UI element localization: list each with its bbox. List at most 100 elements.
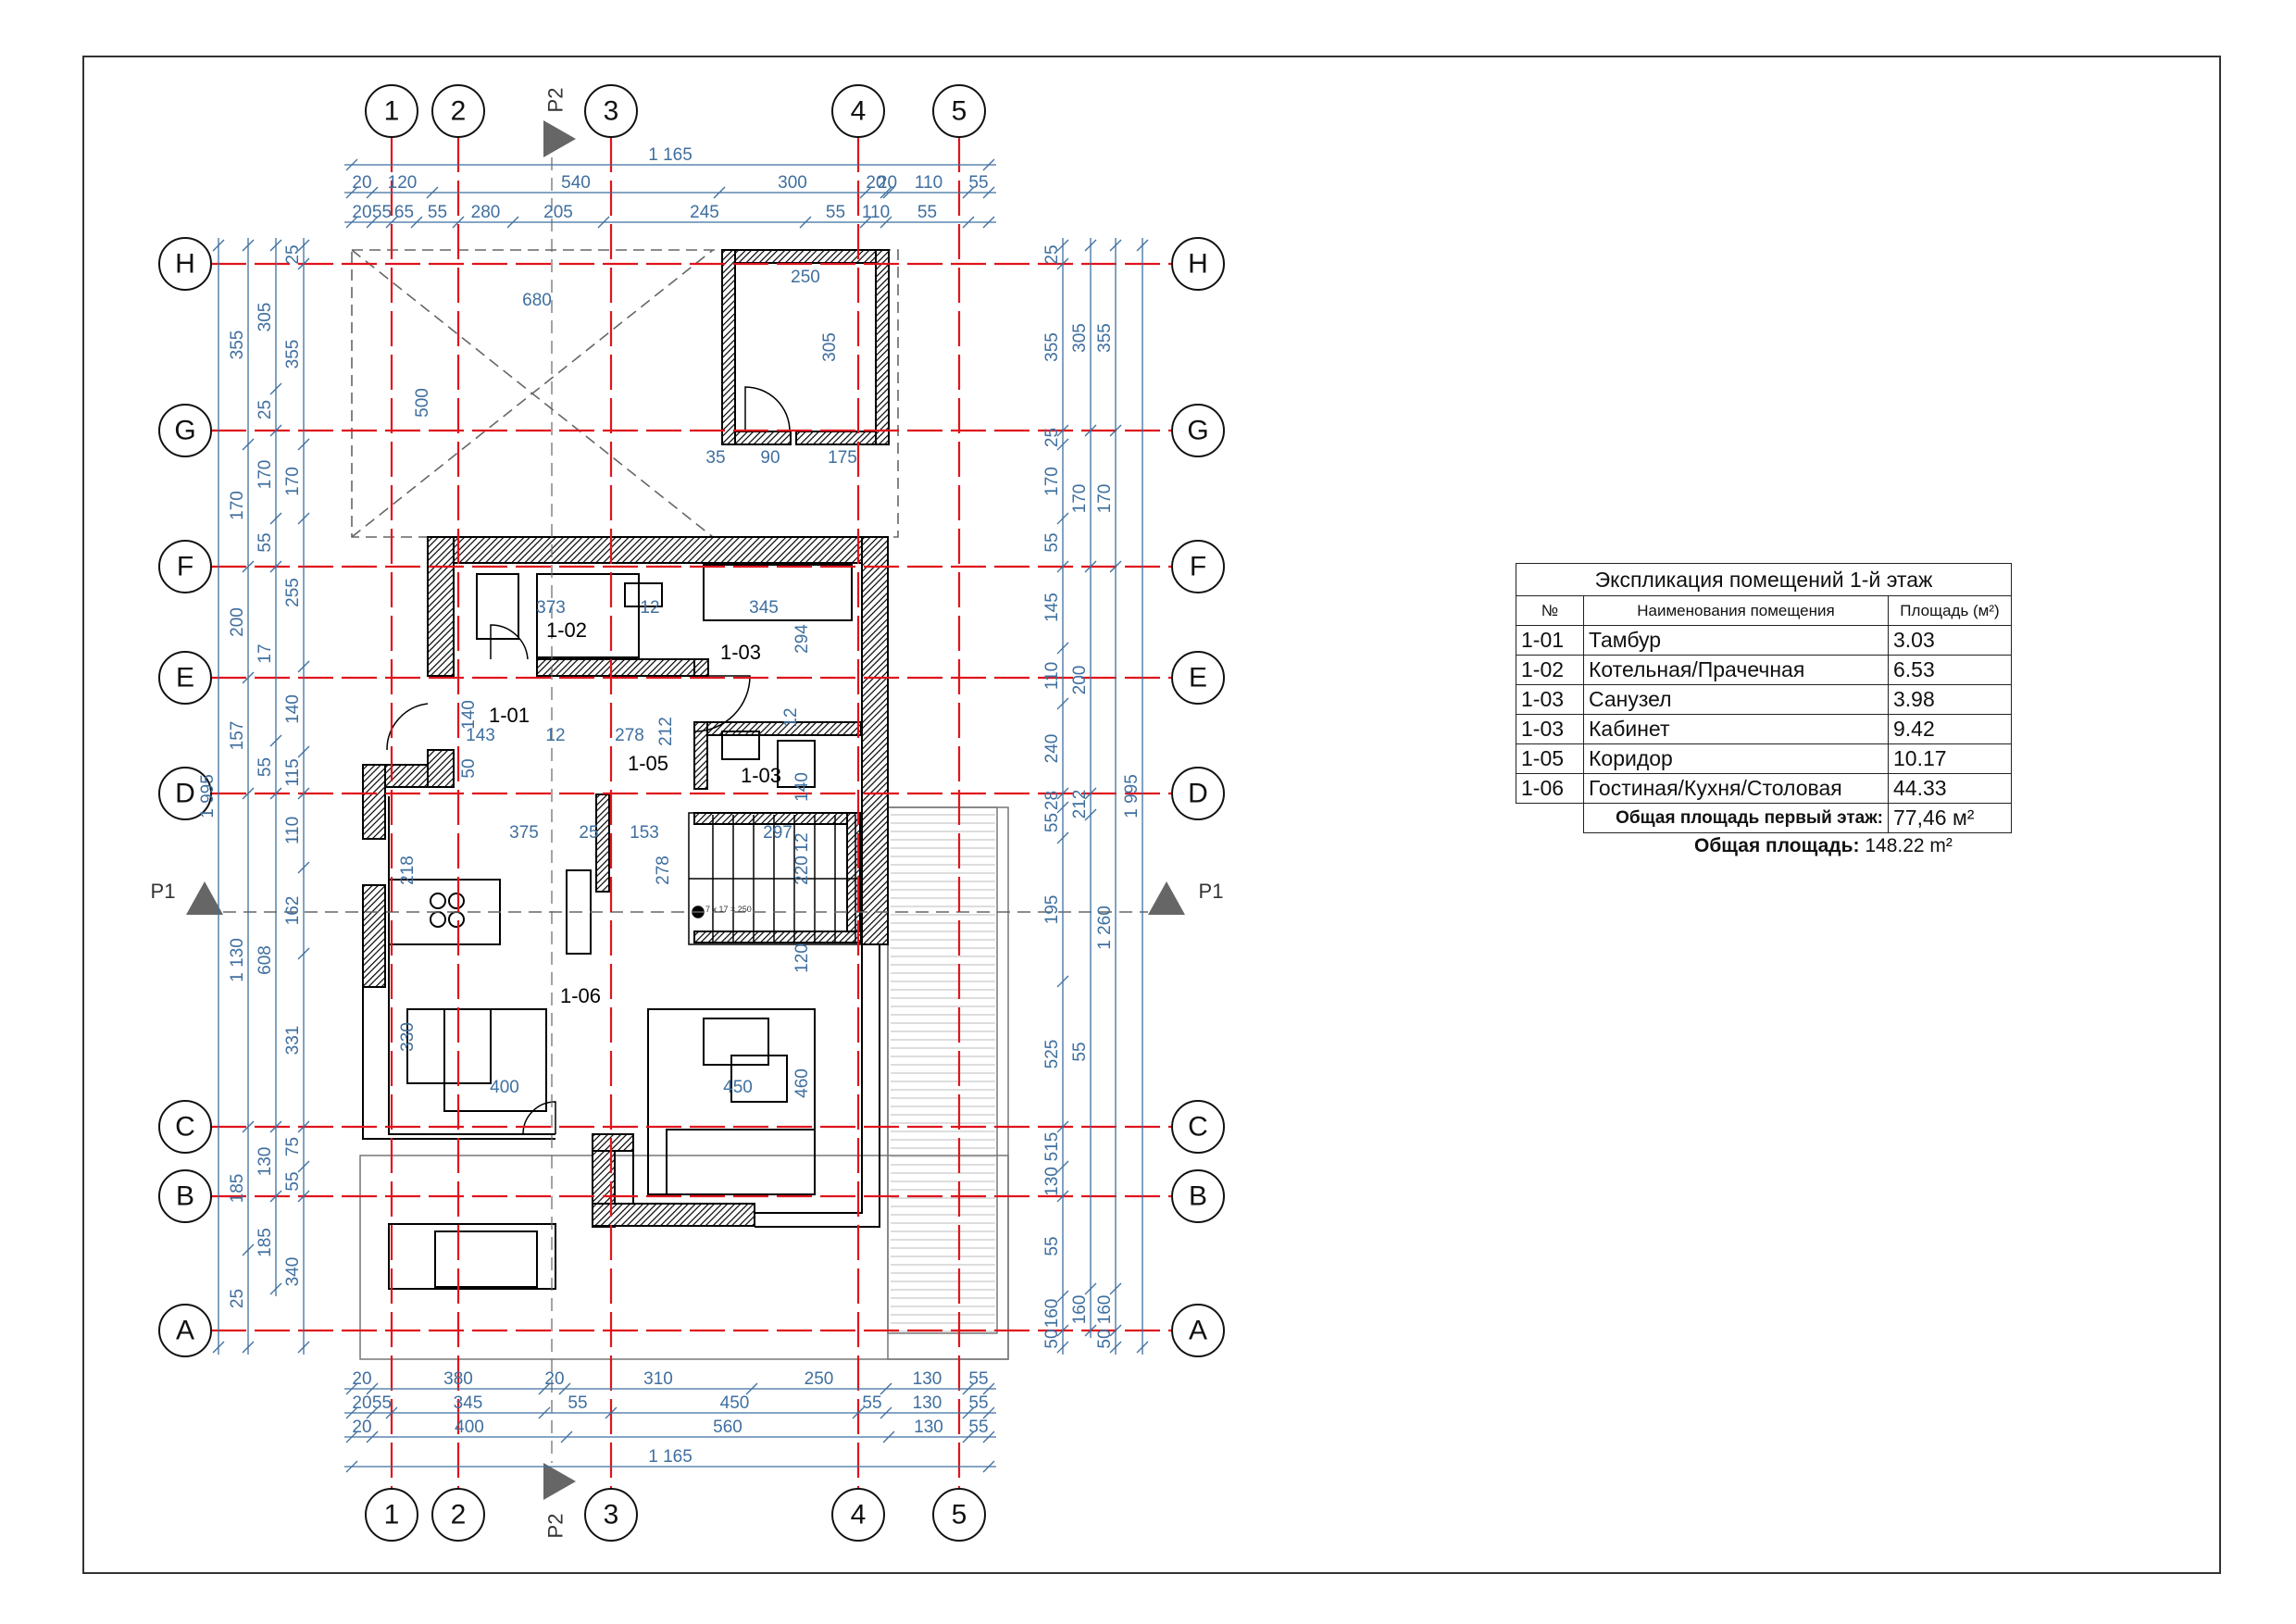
dimension-text: 25 (1042, 428, 1062, 447)
grand-total-value: 148.22 m² (1865, 835, 1953, 856)
axis-label: C (175, 1112, 195, 1143)
terrace (359, 806, 1009, 1360)
dimension-text: 515 (1042, 1132, 1062, 1162)
staircase (688, 812, 862, 945)
dimension-text: 500 (413, 388, 432, 418)
axis-label: 2 (451, 1500, 467, 1530)
axis-bubble (431, 84, 485, 138)
dimension-text: 170 (1042, 467, 1062, 496)
schedule-total-spacer (1516, 804, 1584, 833)
dimension-text: 55 (428, 203, 447, 222)
dimension-text: 55 (968, 1393, 988, 1413)
axis-label: A (176, 1316, 194, 1346)
axis-bubble (158, 404, 212, 457)
axis-label: B (176, 1181, 194, 1212)
dimension-text: 220 (792, 856, 812, 885)
dimension-text: 55 (826, 203, 845, 222)
dimension-text: 245 (690, 203, 719, 222)
axis-label: D (175, 779, 195, 809)
axis-label: F (177, 552, 193, 582)
dimension-text: 305 (820, 332, 840, 362)
dimension-text: 680 (522, 291, 552, 310)
dimension-text: 120 (792, 943, 812, 973)
section-markers (186, 120, 1185, 1500)
schedule-row: 1-06 Гостиная/Кухня/Столовая 44.33 (1516, 773, 2012, 804)
dimension-text: 25 (228, 1289, 247, 1308)
dimension-text: 218 (398, 856, 418, 885)
schedule-total-row: Общая площадь первый этаж: 77,46 м² (1516, 803, 2012, 833)
dimension-text: 35 (705, 448, 725, 468)
axis-bubble (158, 1304, 212, 1357)
dimension-text: 12 (781, 707, 801, 727)
dimension-text: 12 (792, 832, 812, 852)
dimension-text: 140 (283, 694, 303, 724)
axis-label: 5 (952, 96, 967, 127)
schedule-cell-area: 3.03 (1888, 625, 2012, 656)
schedule-cell-area: 3.98 (1888, 684, 2012, 715)
axis-label: E (1189, 663, 1207, 693)
dimension-text: 55 (862, 1393, 881, 1413)
dimension-text: 55 (256, 757, 275, 777)
dimension-text: 450 (720, 1393, 750, 1413)
dimension-text: 330 (398, 1022, 418, 1052)
section-arrow-p2-bottom (543, 1463, 576, 1500)
axis-label: 2 (451, 96, 467, 127)
dimension-text: 540 (561, 173, 591, 193)
dimension-text: 140 (459, 700, 479, 730)
dimension-text: 55 (372, 203, 392, 222)
room-label-1-03-b: 1-03 (741, 764, 781, 787)
axis-label: D (1188, 779, 1208, 809)
axis-label: 4 (851, 96, 867, 127)
dimension-text: 195 (1042, 895, 1062, 925)
room-label-1-02: 1-02 (546, 618, 587, 642)
dimension-text: 55 (968, 1418, 988, 1437)
dimension-text: 12 (640, 598, 659, 618)
sheet-frame (82, 56, 2221, 1574)
schedule-row: 1-02 Котельная/Прачечная 6.53 (1516, 655, 2012, 685)
room-schedule-table: Экспликация помещений 1-й этаж № Наимено… (1516, 563, 2012, 833)
axis-bubble (1171, 767, 1225, 820)
axis-bubble (584, 1488, 638, 1542)
schedule-col-area: Площадь (м²) (1888, 595, 2012, 626)
dimension-text: 50 (459, 758, 479, 778)
dimension-text: 185 (256, 1228, 275, 1257)
dimension-text: 20 (352, 1393, 371, 1413)
schedule-floor-total-value: 77,46 м² (1888, 803, 2012, 833)
dimension-text: 55 (968, 173, 988, 193)
dimension-text: 560 (713, 1418, 742, 1437)
dimension-text: 153 (630, 823, 659, 843)
dimension-text: 20 (878, 173, 897, 193)
dimension-text: 110 (283, 817, 303, 844)
room-label-1-03-a: 1-03 (720, 641, 761, 664)
dimension-text: 355 (228, 331, 247, 360)
axis-bubble (158, 540, 212, 593)
dimension-text: 55 (1042, 1236, 1062, 1255)
dimension-text: 130 (913, 1393, 942, 1413)
schedule-cell-no: 1-05 (1516, 743, 1584, 774)
dimension-text: 200 (228, 607, 247, 637)
room-label-1-06: 1-06 (560, 984, 601, 1007)
dimension-text: 525 (1042, 1040, 1062, 1069)
schedule-cell-name: Санузел (1583, 684, 1889, 715)
section-arrow-p1-right (1148, 881, 1185, 915)
axis-bubble (932, 1488, 986, 1542)
dimension-text: 355 (283, 340, 303, 369)
dimension-text: 120 (388, 173, 418, 193)
doors (386, 386, 791, 1135)
dimension-text: 170 (1095, 484, 1115, 514)
schedule-row: 1-03 Кабинет 9.42 (1516, 714, 2012, 744)
thin-walls (362, 564, 880, 1290)
dimension-text: 375 (509, 823, 539, 843)
dimension-text: 25 (283, 244, 303, 264)
dimension-text: 145 (1042, 593, 1062, 622)
axis-bubble (1171, 1100, 1225, 1154)
schedule-cell-area: 44.33 (1888, 773, 2012, 804)
dimension-text: 608 (256, 945, 275, 975)
schedule-row: 1-03 Санузел 3.98 (1516, 684, 2012, 715)
dimension-text: 130 (1042, 1167, 1062, 1196)
section-arrow-p1-left (186, 881, 223, 915)
axis-label: 3 (604, 1500, 619, 1530)
dimension-text: 300 (778, 173, 807, 193)
dimension-text: 185 (228, 1174, 247, 1204)
